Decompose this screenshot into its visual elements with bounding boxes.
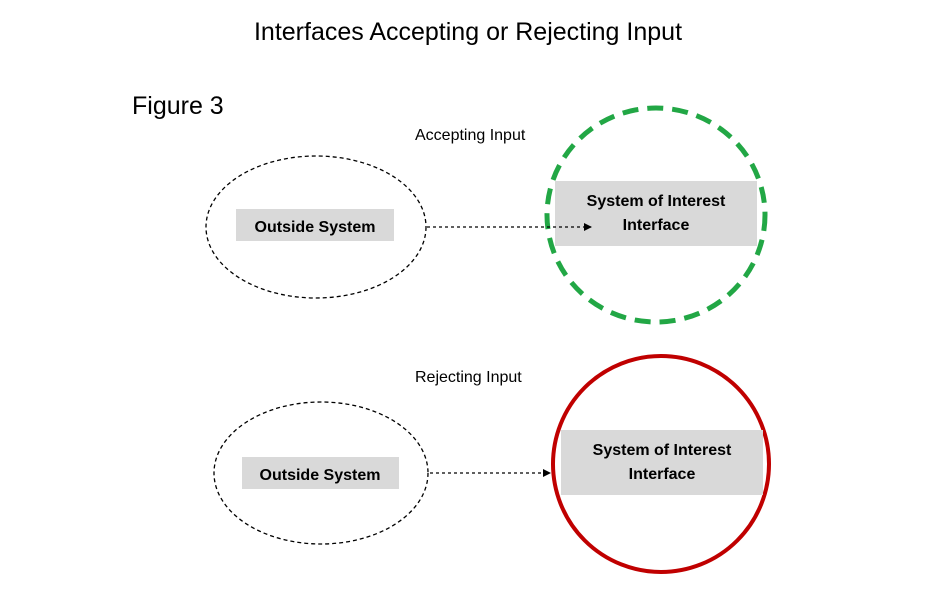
accepting-ring (544, 105, 768, 325)
outside-system-box-rejecting (242, 457, 399, 489)
system-of-interest-label-line1-accepting: System of Interest (587, 193, 726, 210)
accepting-scenario: Outside System System of Interest Interf… (205, 105, 768, 325)
outside-system-ellipse-rejecting (213, 401, 429, 545)
rejecting-ring (551, 354, 771, 574)
system-of-interest-label-line2-accepting: Interface (623, 217, 690, 234)
system-of-interest-label-line2-rejecting: Interface (629, 466, 696, 483)
outside-system-label-rejecting: Outside System (260, 467, 381, 484)
figure-label: Figure 3 (132, 92, 224, 120)
outside-system-box-accepting (236, 209, 394, 241)
outside-system-ellipse-accepting (205, 155, 427, 299)
system-of-interest-box-rejecting (561, 430, 763, 495)
rejecting-scenario: Outside System System of Interest Interf… (213, 354, 771, 574)
system-of-interest-label-line1-rejecting: System of Interest (593, 442, 732, 459)
system-of-interest-box-accepting (555, 181, 757, 246)
accepting-input-caption: Accepting Input (415, 127, 526, 144)
outside-system-label-accepting: Outside System (255, 219, 376, 236)
diagram-title: Interfaces Accepting or Rejecting Input (253, 18, 683, 46)
rejecting-input-caption: Rejecting Input (415, 369, 522, 386)
